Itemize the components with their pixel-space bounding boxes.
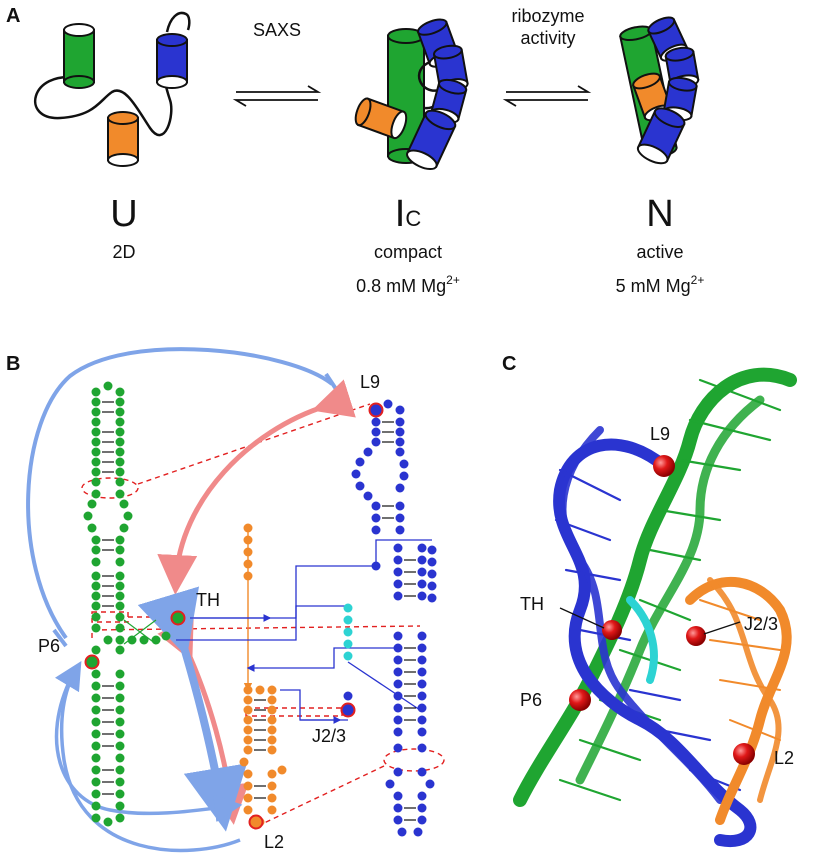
b-label-th: TH bbox=[196, 590, 220, 610]
label-leader-lines bbox=[559, 607, 741, 635]
c-label-l9: L9 bbox=[650, 424, 670, 444]
saxs-label: SAXS bbox=[253, 20, 301, 40]
tertiary-contact-lines bbox=[81, 403, 445, 825]
state-ic-desc: compact bbox=[374, 242, 442, 262]
green-helix-ribbon-2 bbox=[575, 395, 765, 785]
state-n-desc: active bbox=[636, 242, 683, 262]
cyan-j23-nucleotides bbox=[343, 603, 353, 661]
orange-helix-ribbon-2 bbox=[707, 577, 782, 803]
state-n-mg: 5 mM Mg2+ bbox=[616, 273, 705, 296]
th-nucleotide bbox=[170, 610, 186, 626]
j23-nucleotide bbox=[340, 702, 356, 718]
l2-nucleotide bbox=[248, 814, 264, 830]
state-ic-letter: I bbox=[395, 193, 406, 235]
panel-b-letter: B bbox=[6, 353, 20, 375]
blue-base-pairs bbox=[382, 421, 416, 821]
green-domain-nucleotides bbox=[83, 381, 171, 827]
p6-nucleotide bbox=[84, 654, 100, 670]
blue-domain-nucleotides bbox=[343, 399, 437, 837]
orange-ladder bbox=[699, 599, 781, 741]
c-label-j23: J2/3 bbox=[744, 614, 778, 634]
blue-backbone-lines bbox=[176, 539, 432, 724]
panel-c-letter: C bbox=[502, 353, 516, 375]
green-base-pairs bbox=[102, 401, 157, 795]
orange-helix-ribbon bbox=[685, 577, 792, 825]
panel-a-letter: A bbox=[6, 5, 20, 27]
b-label-j23: J2/3 bbox=[312, 726, 346, 746]
secondary-structure-diagram bbox=[26, 347, 445, 853]
c-label-l2: L2 bbox=[774, 748, 794, 768]
ic-state-cartoon bbox=[354, 18, 469, 171]
state-ic-mg-text: 0.8 mM Mg bbox=[356, 276, 446, 296]
state-n-mg-sup: 2+ bbox=[691, 273, 705, 287]
orange-domain-nucleotides bbox=[239, 523, 287, 827]
state-u-desc: 2D bbox=[112, 242, 135, 262]
n-state-cartoon bbox=[619, 16, 700, 165]
state-n-symbol: N bbox=[646, 193, 673, 235]
c-label-th: TH bbox=[520, 594, 544, 614]
p6-tee-bar bbox=[52, 628, 68, 648]
activity-label: activity bbox=[520, 28, 575, 48]
equilibrium-arrow-2 bbox=[502, 85, 592, 107]
blue-helix-ribbon-2 bbox=[558, 426, 724, 804]
l2-p6-blue-arc bbox=[54, 660, 241, 853]
state-n-mg-text: 5 mM Mg bbox=[616, 276, 691, 296]
p6-sphere bbox=[569, 689, 591, 711]
tertiary-structure-ribbon bbox=[513, 367, 797, 848]
orange-base-pairs bbox=[254, 699, 266, 799]
state-ic-subscript: C bbox=[405, 206, 421, 231]
state-ic-mg: 0.8 mM Mg2+ bbox=[356, 273, 460, 296]
state-u-symbol: U bbox=[110, 193, 137, 235]
l9-nucleotide bbox=[368, 402, 384, 418]
green-cylinder-u bbox=[63, 23, 95, 89]
p6-l2-blue-arc bbox=[54, 675, 243, 823]
th-l2-blue-arrow bbox=[137, 586, 247, 832]
blue-cylinder-u bbox=[156, 33, 188, 89]
l2-sphere bbox=[733, 743, 755, 765]
state-ic-mg-sup: 2+ bbox=[446, 273, 460, 287]
l9-sphere bbox=[653, 455, 675, 477]
p6-l9-arc bbox=[26, 347, 334, 640]
j23-sphere bbox=[686, 626, 706, 646]
state-ic-symbol: IC bbox=[395, 193, 422, 235]
b-label-p6: P6 bbox=[38, 636, 60, 656]
b-label-l9: L9 bbox=[360, 372, 380, 392]
th-sphere bbox=[602, 620, 622, 640]
c-label-p6: P6 bbox=[520, 690, 542, 710]
blue-ladder bbox=[554, 468, 742, 792]
equilibrium-arrow-1 bbox=[232, 85, 322, 107]
highlight-spheres bbox=[569, 455, 755, 765]
b-label-l2: L2 bbox=[264, 832, 284, 852]
ribozyme-label: ribozyme bbox=[511, 6, 584, 26]
u-state-cartoon bbox=[33, 11, 191, 137]
highlighted-nucleotides bbox=[84, 402, 384, 830]
green-helix-ribbon bbox=[513, 367, 797, 807]
cyan-j23-ribbon bbox=[626, 596, 658, 684]
l9-th-arrow bbox=[157, 379, 356, 595]
orange-cylinder-u bbox=[107, 111, 139, 167]
